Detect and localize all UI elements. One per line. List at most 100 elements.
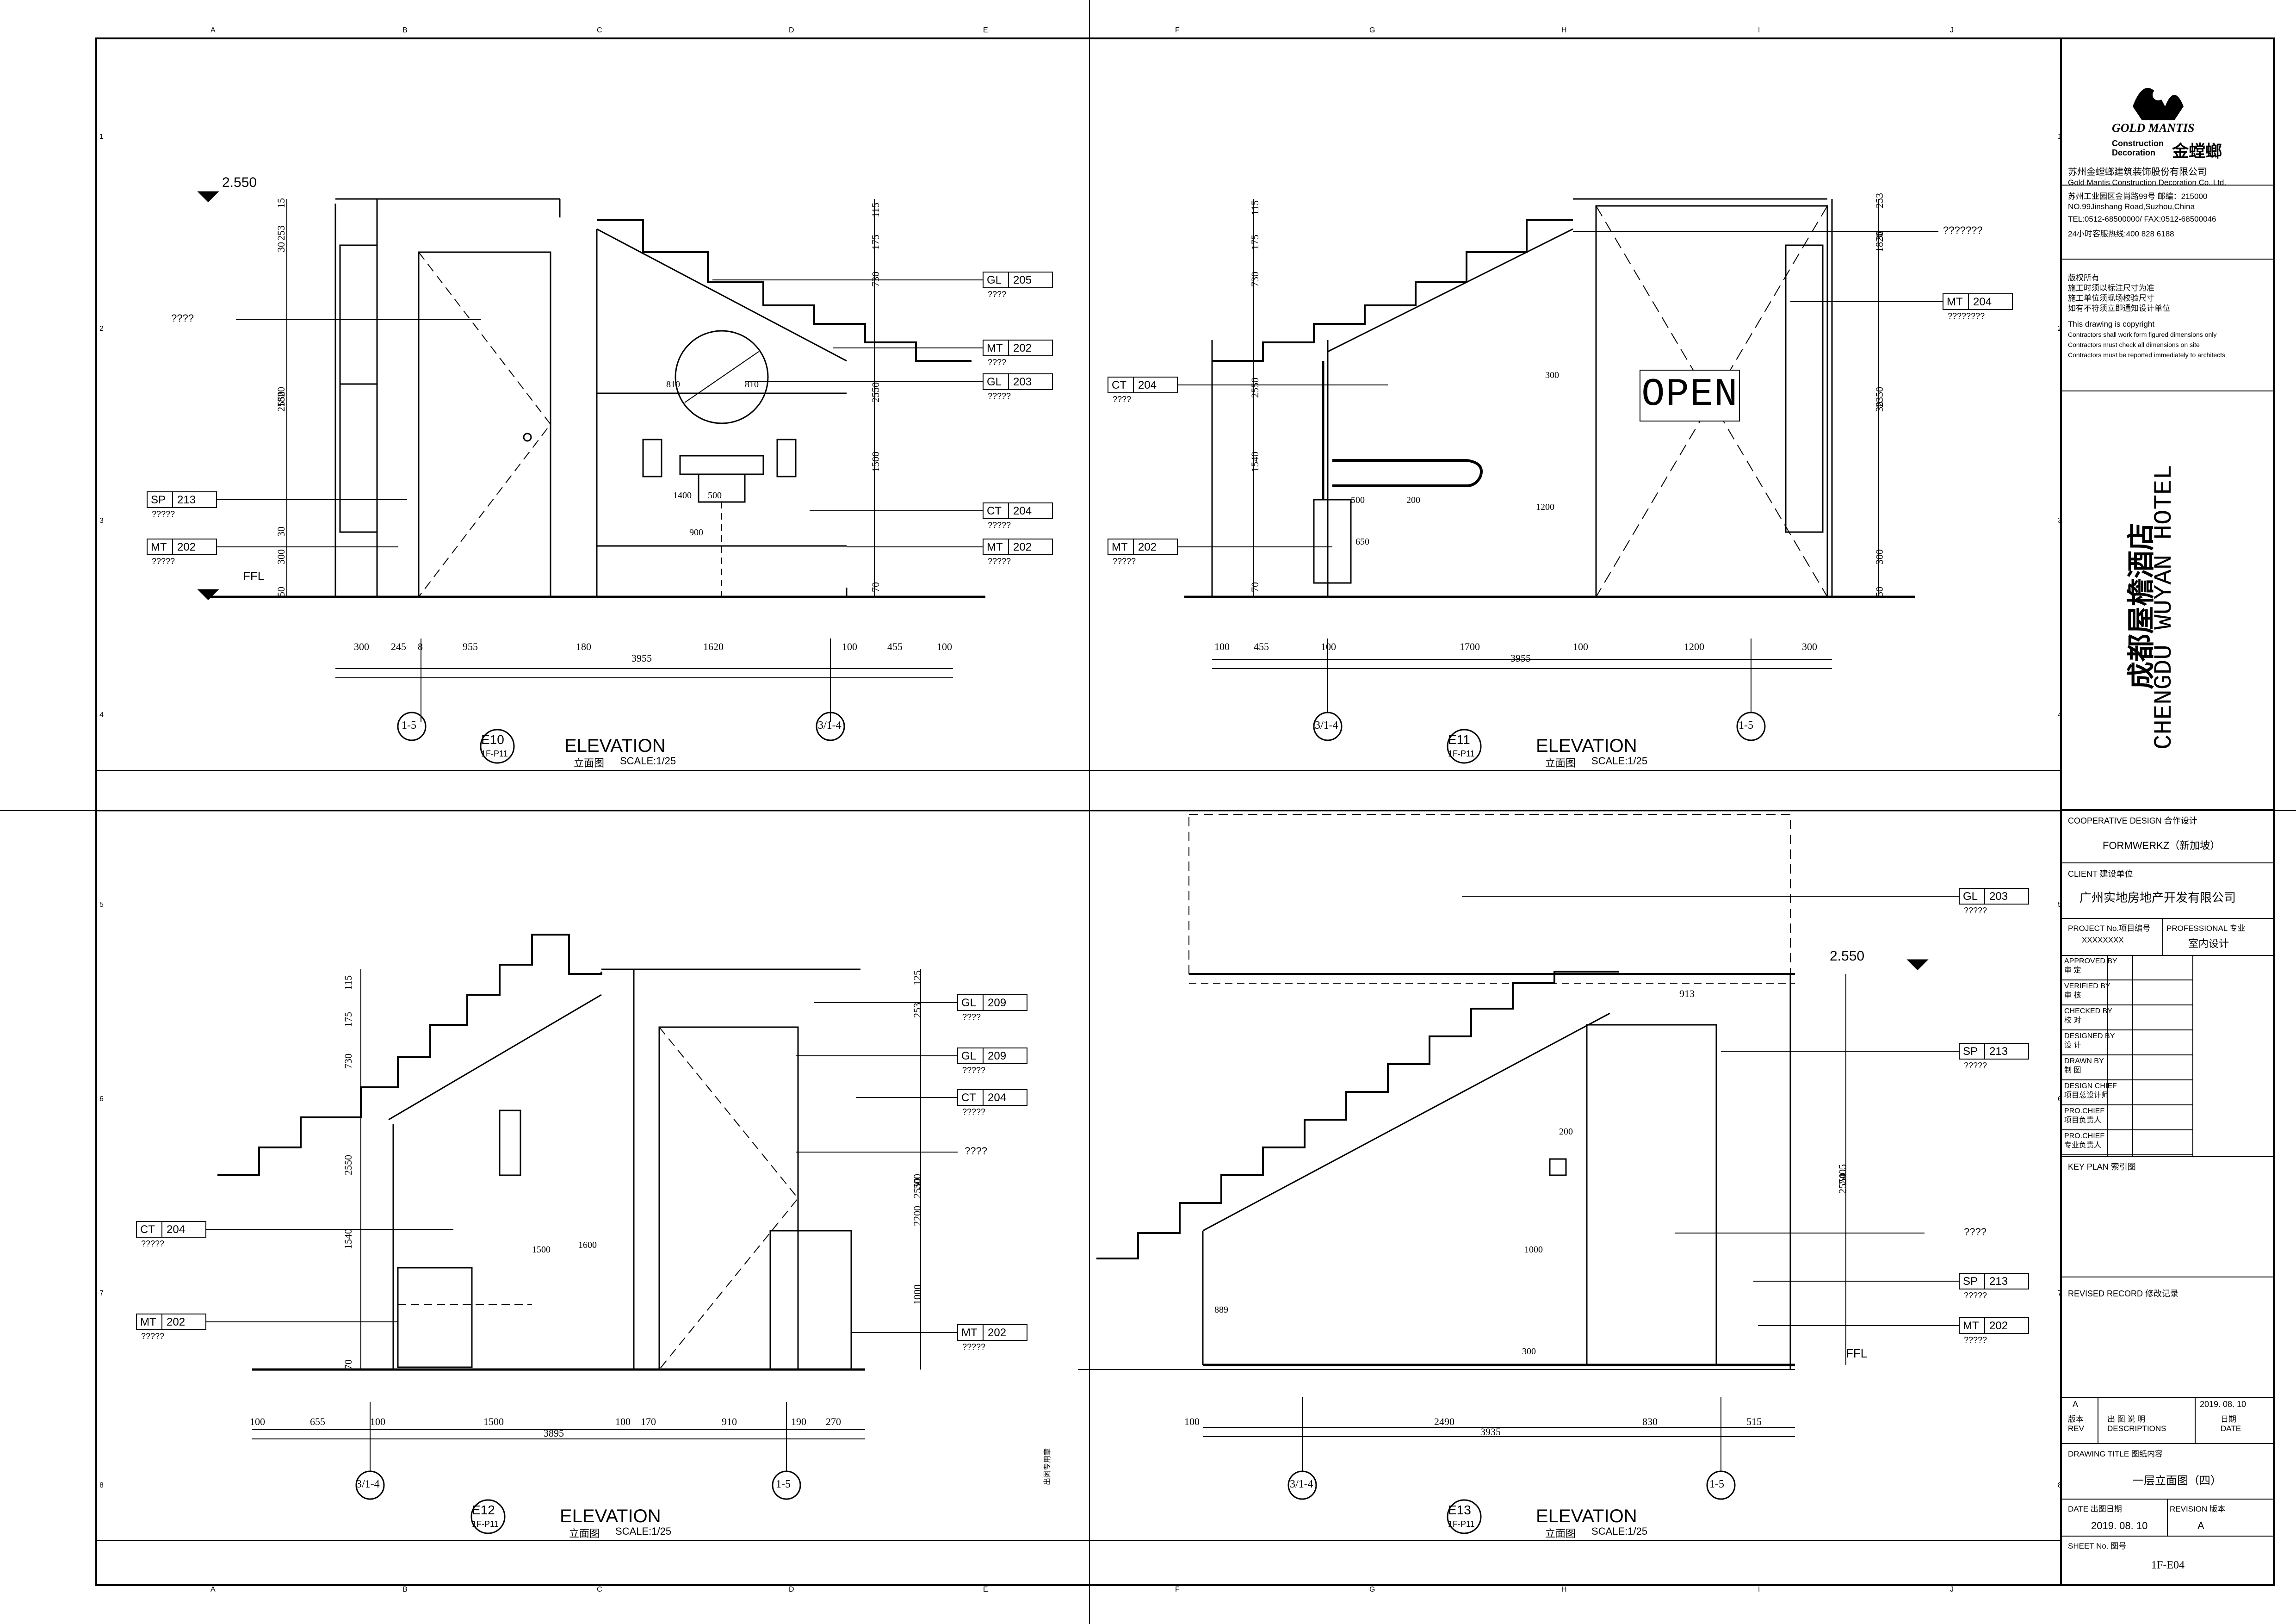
copyright-line-cn: 如有不符须立即通知设计单位 [2068, 304, 2170, 313]
dimension-label: 70 [870, 582, 881, 592]
grid-bubble-label: 3/1-4 [1315, 719, 1338, 731]
dimension-label: 2550 [342, 1155, 354, 1175]
finish-tag-number: 209 [988, 1050, 1007, 1062]
finish-tag-code: MT [987, 541, 1003, 553]
dimension-label: 253 [275, 225, 287, 241]
dimension-label: 830 [1642, 1416, 1658, 1427]
finish-tag-number: 202 [177, 541, 196, 553]
ruler-row-label: 1 [2058, 133, 2062, 141]
dimension-label: 30 [1874, 402, 1885, 412]
ruler-row-label: 5 [2058, 901, 2062, 909]
company-en-1: Construction [2112, 139, 2164, 148]
date-value: 2019. 08. 10 [2091, 1520, 2148, 1531]
dimension-label: 2490 [1434, 1416, 1454, 1427]
revised-label: REVISED RECORD 修改记录 [2068, 1289, 2179, 1298]
dimension-label: 1500 [870, 452, 881, 472]
dimension-label: 300 [1545, 370, 1559, 380]
role-en: PRO.CHIEF [2064, 1132, 2105, 1140]
dimension-label: 175 [342, 1012, 354, 1027]
e10-code: E10 [481, 732, 504, 747]
dimension-label: 30 [275, 242, 287, 252]
e13-ref: 1F-P11 [1448, 1519, 1475, 1529]
dimension-label: 1200 [1684, 641, 1704, 652]
dimension-label: 50 [275, 587, 287, 597]
dimension-label: 100 [1184, 1416, 1200, 1427]
dimension-label: 170 [641, 1416, 656, 1427]
e13-ffl: FFL [1846, 1346, 1868, 1360]
dimension-label: 900 [689, 527, 703, 538]
finish-tag-number: 213 [177, 494, 196, 506]
dimension-label: 2200 [911, 1206, 923, 1226]
role-cn: 设 计 [2064, 1041, 2081, 1049]
e13-code-bubble [1447, 1499, 1482, 1534]
finish-tag-code: GL [1963, 890, 1978, 903]
ruler-column-label: D [789, 1586, 794, 1593]
sheet-no-value: 1F-E04 [2151, 1559, 2185, 1571]
e11-title: ELEVATION [1536, 736, 1637, 756]
e11-total-dim: 3955 [1510, 652, 1531, 664]
dimension-label: 2550 [1249, 378, 1261, 398]
finish-tag-number: 204 [1138, 379, 1157, 391]
coop-value: FORMWERKZ（新加坡） [2103, 840, 2221, 851]
finish-tag-number: 209 [988, 997, 1007, 1009]
dimension-label: 2550 [1837, 1173, 1848, 1194]
dimension-label: 455 [887, 641, 903, 652]
ruler-column-label: B [402, 26, 408, 34]
dimension-label: 30 [275, 527, 287, 537]
e12-scale: SCALE:1/25 [615, 1525, 672, 1537]
finish-tag-note: ????? [1113, 557, 1136, 566]
finish-tag-code: MT [961, 1326, 978, 1339]
dimension-label: 100 [250, 1416, 265, 1427]
project-no-label: PROJECT No.项目编号 [2068, 924, 2151, 933]
dimension-label: 955 [463, 641, 478, 652]
dimension-label: 1200 [1536, 502, 1554, 512]
finish-tag-number: 202 [1989, 1320, 2008, 1332]
ruler-row-label: 3 [2058, 517, 2062, 525]
finish-tag-code: CT [961, 1091, 976, 1104]
copyright-line-en: Contractors must be reported immediately… [2068, 351, 2226, 359]
dimension-label: 730 [342, 1054, 354, 1069]
dimension-label: 253 [1874, 193, 1885, 208]
revision-label: REVISION 版本 [2170, 1505, 2225, 1513]
logo-wordmark: GOLD MANTIS [2112, 121, 2195, 135]
role-en: DESIGNED BY [2064, 1032, 2115, 1040]
copyright-gap [2068, 314, 2225, 319]
e11-ref: 1F-P11 [1448, 749, 1475, 758]
project-no-value: XXXXXXXX [2082, 936, 2124, 944]
ruler-column-label: F [1175, 1586, 1180, 1593]
sheet-no-label: SHEET No. 图号 [2068, 1542, 2127, 1550]
finish-tag-number: 213 [1989, 1045, 2008, 1058]
role-row-lines [2061, 979, 2193, 1155]
dimension-label: 1000 [911, 1284, 923, 1305]
ruler-row-label: 5 [99, 901, 104, 909]
grid-bubble-label: 3/1-4 [356, 1478, 380, 1490]
e12-ref: 1F-P11 [472, 1519, 499, 1529]
company-cn: 苏州金螳螂建筑装饰股份有限公司 [2068, 167, 2207, 177]
finish-tag-note: ????? [1964, 906, 1987, 915]
dimension-label: 253 [911, 1003, 923, 1018]
ruler-row-label: 3 [99, 517, 104, 525]
finish-tag-note: ???? [988, 358, 1007, 367]
company-cn-mark: 金螳螂 [2172, 142, 2222, 161]
dimension-label: 115 [1249, 200, 1261, 215]
role-cn: 项目总设计师 [2064, 1091, 2109, 1099]
finish-tag-number: 202 [1138, 541, 1157, 553]
dimension-label: 500 [708, 490, 722, 501]
e13-code: E13 [1448, 1503, 1471, 1517]
copyright-line-en: Contractors must check all dimensions on… [2068, 341, 2200, 348]
ruler-row-label: 7 [99, 1289, 104, 1297]
e12-title: ELEVATION [560, 1506, 661, 1526]
rev-date: 2019. 08. 10 [2200, 1400, 2246, 1409]
ruler-row-label: 7 [2058, 1289, 2062, 1297]
ruler-row-label: 6 [99, 1095, 104, 1103]
grid-bubble-label: 1-5 [1739, 719, 1753, 731]
ruler-row-label: 1 [99, 133, 104, 141]
finish-tag-note: ???? [988, 290, 1007, 299]
dimension-label: 1000 [1524, 1245, 1543, 1255]
finish-tag-note: ???? [962, 1012, 981, 1022]
dimension-label: 100 [615, 1416, 631, 1427]
